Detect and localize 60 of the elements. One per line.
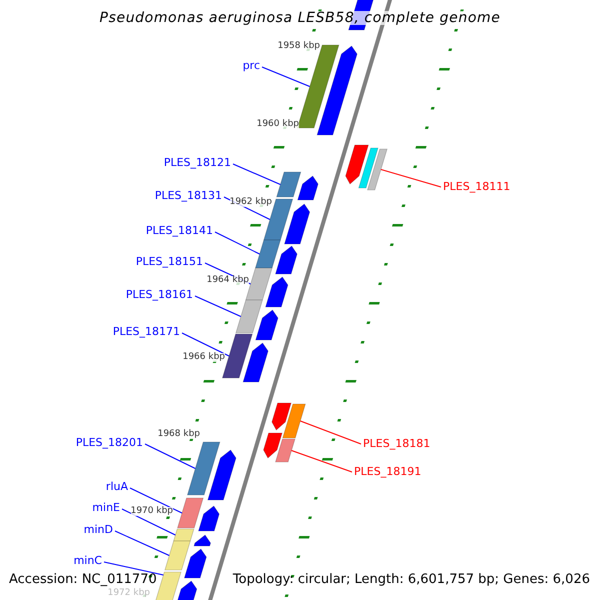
position-label: 1964 kbp [206,276,249,285]
gene-label: PLES_18181 [363,438,430,449]
leader-line [182,332,230,356]
gene-label: PLES_18201 [76,437,143,448]
gene-bar [282,404,306,438]
leader-line [122,508,176,536]
coding-segment [265,276,288,308]
leader-line [291,450,352,472]
gene-bar [276,172,302,198]
leader-line [144,444,196,469]
gene-label: minE [92,502,120,513]
gene-label: prc [242,60,260,71]
gene-bar [236,300,263,334]
gene-label: minD [84,524,113,535]
leader-line [214,232,260,254]
coding-segment [297,176,318,200]
leader-line [104,562,164,576]
footer-text: Topology: circular; Length: 6,601,757 bp; Genes: 6,026 [232,573,590,586]
position-label: 1962 kbp [230,198,272,207]
position-label: 1960 kbp [256,120,299,129]
coding-segment [255,310,278,340]
position-label: 1958 kbp [278,42,320,51]
leader-line [232,164,281,185]
coding-segment [263,432,282,458]
gene-bar [367,148,388,190]
position-label: 1968 kbp [158,430,200,439]
gene-label: minC [74,555,102,566]
gene-label: PLES_18131 [154,190,222,201]
coding-segment [272,402,292,430]
leader-line [130,488,182,514]
title: Pseudomonas aeruginosa LESB58, complete genome [100,11,500,25]
gene-label: PLES_18111 [443,181,510,192]
gene-label: PLES_18171 [112,326,180,337]
coding-segment [345,144,369,184]
gene-bar [177,498,204,528]
leader-line [194,296,242,317]
coding-segment [194,534,211,546]
leader-line [114,530,170,556]
gene-label: PLES_18141 [146,225,213,236]
footer-text: Accession: NC_011770 [9,573,157,586]
coding-segment [184,548,207,578]
gene-bar [358,148,378,188]
coding-segment [207,450,236,500]
gene-label: PLES_18121 [164,157,231,168]
leader-line [380,169,442,188]
coding-segment [284,204,310,244]
coding-segment [275,246,298,274]
position-label: 1970 kbp [130,507,173,516]
gene-label: PLES_18151 [136,256,203,267]
gene-label: rluA [106,481,128,492]
leader-line [300,420,362,444]
gene-label: PLES_18191 [354,466,422,477]
gene-bar [255,240,281,268]
position-label: 1972 kbp [108,589,150,598]
gene-label: PLES_18161 [126,289,193,300]
gene-bar [275,438,296,462]
coding-segment [242,342,268,382]
gene-bar [187,442,220,496]
position-label: 1966 kbp [182,353,225,362]
coding-segment [198,506,220,532]
